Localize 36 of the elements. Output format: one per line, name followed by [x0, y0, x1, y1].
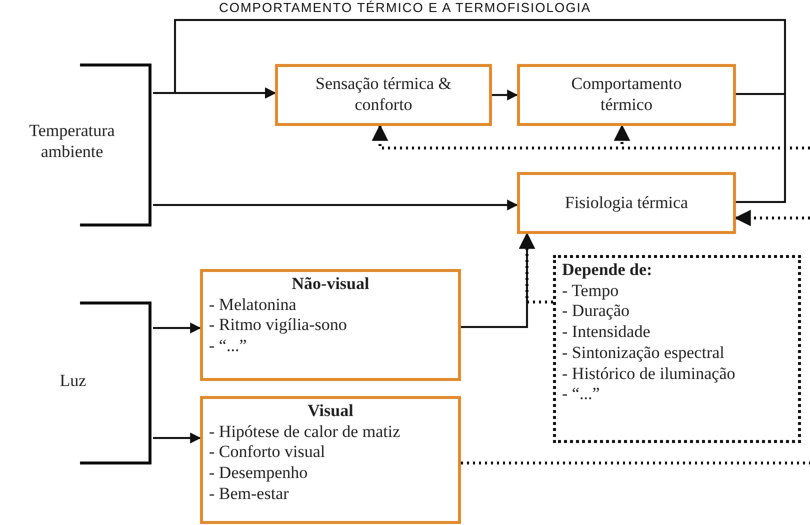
arrow	[734, 210, 810, 226]
input-label: Luz	[58, 371, 88, 392]
arrow	[492, 90, 518, 100]
list-item: - Intensidade	[562, 322, 652, 343]
heading: Depende de:	[562, 260, 654, 281]
list-item: - Desempenho	[209, 463, 309, 484]
arrow	[518, 232, 553, 304]
arrow	[153, 200, 518, 210]
list-item: - “...”	[209, 336, 248, 357]
heading: Não-visual	[290, 274, 370, 295]
list-item: - Sintonização espectral	[562, 342, 726, 364]
arrow	[153, 432, 202, 444]
list-item: - Duração	[562, 301, 630, 322]
process-box	[275, 64, 492, 126]
list-item: - Melatonina	[209, 294, 298, 316]
input-label: Temperatura ambiente	[28, 121, 116, 162]
box-label: Comportamento térmico	[570, 74, 683, 116]
list-item: - Tempo	[562, 280, 620, 302]
arrow	[153, 322, 202, 334]
list-item: - Histórico de iluminação	[562, 364, 736, 384]
list-item: - Ritmo vigília-sono	[209, 315, 348, 336]
box-label: Fisiologia térmica	[564, 192, 690, 214]
list-item: - Hipótese de calor de matiz	[209, 422, 402, 442]
process-box	[200, 396, 461, 524]
list-item: - Conforto visual	[209, 442, 326, 464]
list-item: - Bem-estar	[209, 484, 290, 505]
box-label: Sensação térmica & conforto	[314, 74, 452, 116]
note-box	[553, 255, 801, 443]
connector-line	[461, 462, 810, 464]
process-box	[200, 269, 461, 381]
heading: Visual	[306, 401, 354, 422]
diagram-title: COMPORTAMENTO TÉRMICO E A TERMOFISIOLOGIA	[218, 0, 592, 15]
process-box	[517, 64, 736, 126]
process-box	[517, 172, 736, 234]
arrow	[174, 19, 786, 203]
list-item: - “...”	[562, 384, 601, 406]
